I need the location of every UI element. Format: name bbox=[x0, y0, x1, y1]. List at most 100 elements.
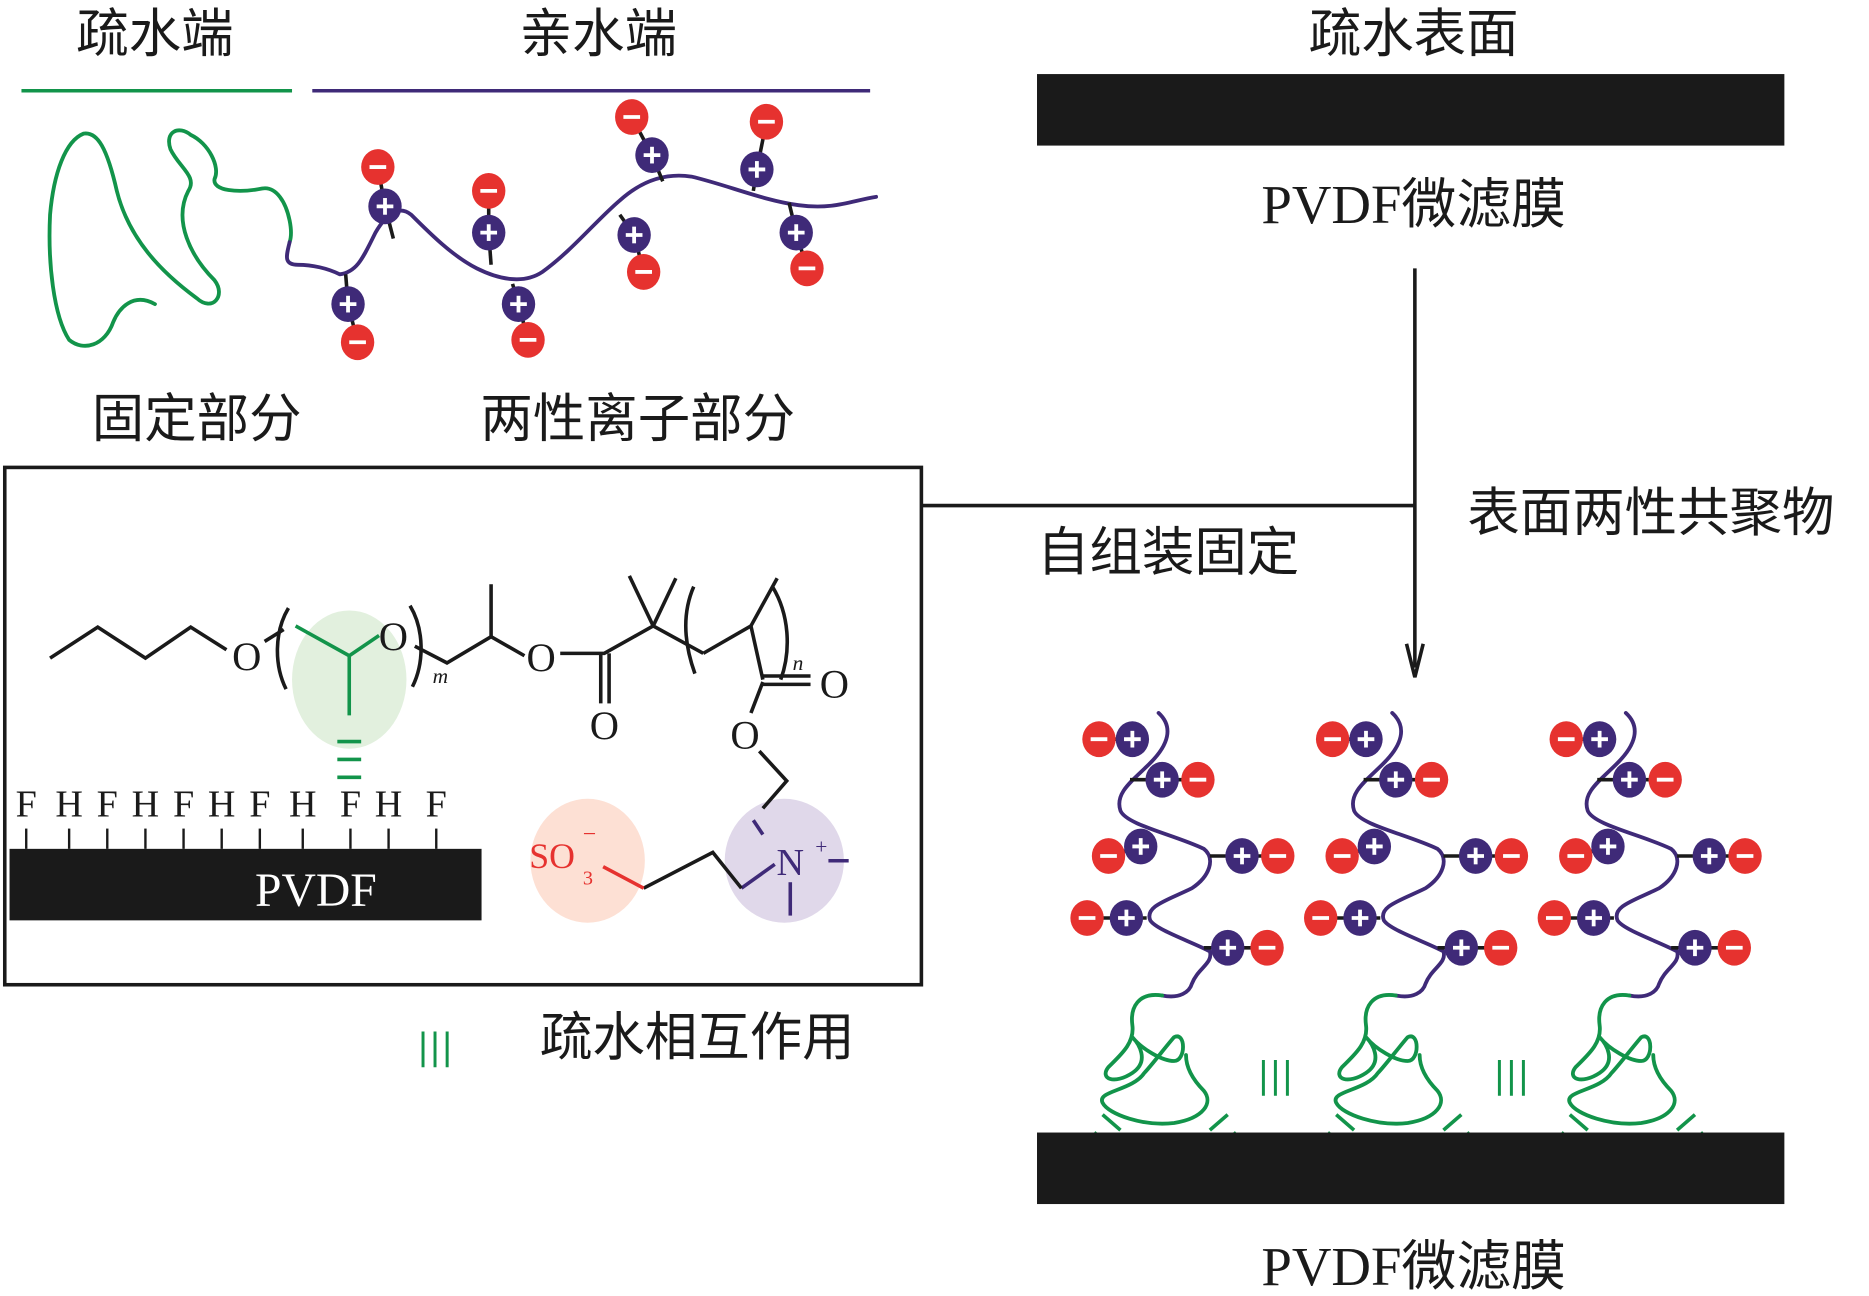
ester-bond bbox=[560, 623, 705, 656]
positive-charge-icon bbox=[470, 212, 508, 253]
pvdf-atom: H bbox=[208, 784, 236, 826]
positive-charge-icon bbox=[1341, 898, 1379, 938]
positive-charge-icon bbox=[1107, 898, 1146, 938]
positive-charge-icon bbox=[1610, 759, 1649, 800]
sulfonate-subscript: 3 bbox=[583, 868, 593, 890]
positive-charge-icon bbox=[1223, 836, 1261, 876]
copolymer-schematic: 疏水端 亲水端 固定部分 两性离子部分 bbox=[21, 3, 879, 449]
hydrophobic-interaction-dash bbox=[1442, 1113, 1463, 1132]
negative-charge-icon bbox=[359, 147, 397, 187]
surface-label: 疏水表面 bbox=[1309, 3, 1519, 64]
membrane-label-top: PVDF微滤膜 bbox=[1261, 174, 1566, 235]
negative-charge-icon bbox=[338, 322, 377, 363]
hydrophilic-chain bbox=[285, 173, 879, 282]
pvdf-label: PVDF bbox=[255, 865, 377, 917]
polymer-brush bbox=[1535, 711, 1764, 1165]
repeat-bracket-n-left bbox=[684, 585, 697, 675]
negative-charge-icon bbox=[625, 252, 663, 292]
positive-charge-icon bbox=[1122, 826, 1160, 867]
chemical-structure-box: O O m O O n O O N + SO bbox=[2, 465, 924, 987]
structure-frame bbox=[2, 465, 924, 987]
hydrophobic-interaction-marker bbox=[337, 739, 362, 780]
ether-oxygen-1: O bbox=[232, 634, 261, 679]
zwitterion-part-label: 两性离子部分 bbox=[480, 388, 795, 449]
hydrophobic-interaction-dash bbox=[1208, 1113, 1229, 1132]
zwitterionic-segment bbox=[1117, 711, 1213, 999]
arrow-head-icon bbox=[1404, 643, 1425, 678]
gem-methyl-2 bbox=[651, 577, 678, 627]
pvdf-atom: F bbox=[97, 784, 118, 826]
negative-charge-icon bbox=[1314, 719, 1352, 759]
linker-chain bbox=[413, 634, 526, 665]
hydrophobic-surface-panel: 疏水表面 PVDF微滤膜 bbox=[1037, 3, 1785, 235]
positive-charge-icon bbox=[366, 186, 404, 227]
positive-charge-icon bbox=[329, 284, 367, 324]
negative-charge-icon bbox=[613, 97, 651, 137]
positive-charge-icon bbox=[1442, 927, 1480, 968]
negative-charge-icon bbox=[1302, 898, 1340, 938]
positive-charge-icon bbox=[1589, 826, 1627, 867]
negative-charge-icon bbox=[747, 101, 786, 142]
ammonium-charge: + bbox=[815, 835, 827, 859]
self-assembly-label: 自组装固定 bbox=[1037, 522, 1299, 583]
negative-charge-icon bbox=[1492, 836, 1531, 876]
subscript-n: n bbox=[793, 651, 804, 675]
negative-charge-icon bbox=[1547, 719, 1585, 759]
zwitterionic-segment bbox=[1351, 711, 1446, 999]
zwitterionic-segment bbox=[1584, 711, 1680, 999]
carbonyl-oxygen-1: O bbox=[590, 703, 619, 748]
sulfonate-highlight bbox=[530, 798, 645, 923]
ether-oxygen-2: O bbox=[379, 614, 408, 659]
repeat-bracket-left bbox=[275, 607, 290, 690]
negative-charge-icon bbox=[1179, 759, 1217, 800]
negative-charge-icon bbox=[1259, 836, 1297, 876]
membrane-label-bottom: PVDF微滤膜 bbox=[1261, 1236, 1566, 1296]
legend: ||| 疏水相互作用 bbox=[417, 1007, 855, 1068]
positive-charge-icon bbox=[1209, 927, 1247, 968]
negative-charge-icon bbox=[1557, 836, 1595, 876]
hydrophilic-end-label: 亲水端 bbox=[520, 3, 677, 64]
pvdf-bond-ticks bbox=[25, 828, 438, 849]
pvdf-block bbox=[9, 848, 482, 921]
pvdf-atom: F bbox=[249, 784, 270, 826]
interaction-symbol-1: ||| bbox=[1257, 1055, 1293, 1096]
negative-charge-icon bbox=[1323, 836, 1361, 876]
negative-charge-icon bbox=[1068, 898, 1106, 938]
positive-charge-icon bbox=[1575, 898, 1613, 938]
sulfonate-bond bbox=[602, 865, 645, 890]
ammonium-N: N bbox=[776, 842, 804, 884]
hydrophobic-interaction-dash bbox=[1568, 1113, 1589, 1132]
positive-charge-icon bbox=[1377, 759, 1415, 800]
pvdf-atom: F bbox=[16, 784, 37, 826]
negative-charge-icon bbox=[1715, 927, 1753, 968]
pvdf-atom: H bbox=[289, 784, 317, 826]
negative-charge-icon bbox=[1726, 836, 1764, 876]
pvdf-atom: H bbox=[375, 784, 403, 826]
backbone-methyl bbox=[749, 577, 779, 627]
positive-charge-icon bbox=[1143, 759, 1181, 800]
carbonyl-oxygen-2: O bbox=[820, 661, 849, 706]
negative-charge-icon bbox=[1646, 759, 1684, 800]
interaction-symbol-2: ||| bbox=[1493, 1055, 1529, 1096]
propyl-spacer bbox=[642, 850, 743, 890]
butyl-chain bbox=[49, 625, 228, 661]
positive-charge-icon bbox=[1113, 719, 1151, 759]
modified-membrane-panel: ||| ||| PVDF微滤膜 bbox=[1037, 711, 1785, 1296]
sulfonate-SO: SO bbox=[529, 836, 575, 876]
membrane-bar-bottom bbox=[1037, 1132, 1785, 1205]
hydrophobic-interaction-dash bbox=[1101, 1113, 1122, 1132]
n-bond-chain bbox=[740, 862, 776, 890]
repeat-bracket-n-right bbox=[770, 585, 790, 681]
negative-charge-icon bbox=[470, 171, 508, 211]
hydrophobic-segment bbox=[1100, 993, 1210, 1126]
polymer-brushes bbox=[1068, 711, 1764, 1165]
negative-charge-icon bbox=[1080, 719, 1118, 759]
negative-charge-icon bbox=[509, 320, 547, 360]
negative-charge-icon bbox=[1482, 927, 1520, 968]
hydrophobic-interaction-dash bbox=[1335, 1113, 1356, 1132]
pvdf-atom: H bbox=[55, 784, 83, 826]
ester-oxygen-2: O bbox=[730, 713, 759, 758]
pvdf-atom: F bbox=[426, 784, 447, 826]
